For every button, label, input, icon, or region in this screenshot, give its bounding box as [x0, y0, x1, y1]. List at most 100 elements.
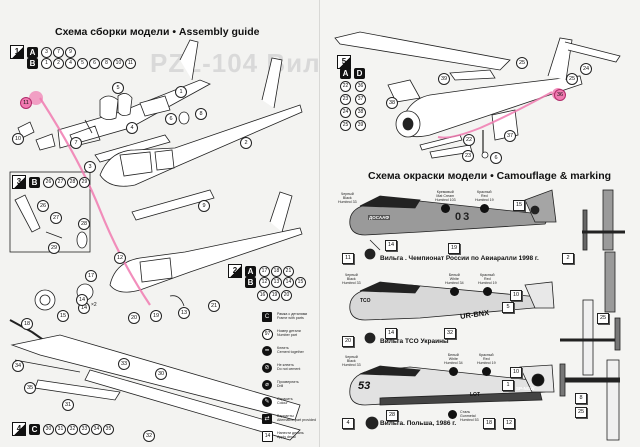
decal-number: 25 [575, 407, 587, 418]
part-number: 28 [66, 176, 78, 188]
camouflage-marking-title: Схема окраски модели • Camouflage & mark… [368, 170, 612, 182]
part-callout: 33 [118, 358, 130, 370]
paint-name-en: Black [346, 277, 356, 282]
part-number-icon: 97 [262, 329, 273, 340]
part-number: 14 [282, 277, 294, 288]
part-callout: 22 [463, 134, 475, 146]
assembly-guide-title: Схема сборки модели • Assembly guide [55, 26, 260, 38]
part-number: 29 [78, 176, 90, 188]
legend-label-en: Alternative part provided [277, 418, 316, 423]
paint-name-ru: Белый [448, 273, 460, 277]
legend-label-en: Do not cement [277, 367, 301, 372]
paint-name-ru: Красный [479, 353, 494, 357]
legend-label-ru: Рамка с деталями [277, 312, 308, 316]
paint-name-en: Black [346, 359, 356, 364]
paint-name-ru: Красный [477, 190, 492, 194]
paint-name-en: Gunmetal [460, 414, 476, 419]
frame-icon: C [262, 312, 272, 322]
part-callout: 4 [126, 122, 138, 134]
decal-number: 1 [502, 380, 514, 391]
part-number: 34 [90, 423, 102, 435]
decal-number: 25 [597, 313, 609, 324]
decal-number: 10 [510, 290, 522, 301]
part-number: 36 [355, 81, 366, 92]
left-page-assembly-guide: PZL-104 Вильга Схема сборки модели • Ass… [9, 26, 320, 447]
alternative-part-icon: ⇄ [262, 414, 272, 424]
part-number: 37 [355, 94, 366, 105]
step-number-box: 5 [337, 55, 351, 69]
scheme2-top-view [560, 299, 621, 376]
part-number: 27 [54, 176, 66, 188]
part-number: 3 [40, 46, 52, 58]
part-number: 2 [52, 58, 64, 69]
aircraft-registration: SP-NGW [516, 386, 535, 391]
paint-name-ru: Черный [344, 273, 358, 277]
tail-marking: LOT [470, 392, 480, 398]
paint-code: Humbrol 33 [342, 281, 361, 286]
part-callout: 13 [178, 307, 190, 319]
decal-number: 14 [385, 240, 397, 251]
part-callout: 17 [85, 270, 97, 282]
part-callout: 8 [195, 108, 207, 120]
part-number: 26 [42, 176, 54, 188]
part-number: 31 [54, 423, 66, 435]
part-callout: 28 [78, 218, 90, 230]
part-callout: 9 [198, 200, 210, 212]
paint-code: Humbrol 19 [477, 361, 496, 366]
scheme-caption: Вильга . Чемпионат России по Авиаралли 1… [380, 255, 539, 262]
part-number: 22 [340, 81, 351, 92]
part-callout: 20 [128, 312, 140, 324]
step-number-box: 3 [12, 175, 26, 189]
part-callout: 21 [208, 300, 220, 312]
sprue-a-badge: A [27, 46, 38, 58]
paint-code: Humbrol 53 [460, 418, 479, 423]
decal-number: 12 [503, 418, 515, 429]
decal-icon: 14 [262, 431, 273, 442]
no-cement-icon: ⊘ [262, 363, 272, 373]
part-callout: 14 [76, 294, 88, 306]
quantity-label: ×2 [91, 302, 97, 308]
part-callout: 38 [386, 97, 398, 109]
paint-code: Humbrol 33 [338, 200, 357, 205]
part-number: 4 [64, 58, 76, 69]
legend-label-ru: Просверлить [277, 380, 299, 384]
part-callout: 34 [12, 360, 24, 372]
part-callout: 19 [150, 310, 162, 322]
part-number: 20 [281, 290, 292, 301]
paint-code: Humbrol 19 [475, 198, 494, 203]
part-callout: 12 [114, 252, 126, 264]
sprue-b-badge: B [27, 58, 38, 69]
part-number: 5 [76, 58, 88, 69]
scheme3-side-view [349, 364, 555, 430]
legend-label-ru: Варианты [277, 414, 294, 418]
ghost-heading-bleedthrough: PZL-104 Вильга [150, 48, 320, 78]
part-callout: 24 [580, 63, 592, 75]
legend-label-ru: Окрасить [277, 397, 293, 401]
part-number: 17 [258, 265, 270, 277]
paint-name-en: Red [482, 357, 490, 362]
fuselage-step1-drawing [17, 39, 211, 163]
decal-number: 15 [513, 200, 525, 211]
paint-name-ru: Сталь [460, 410, 471, 414]
step-number-box: 4 [12, 422, 26, 436]
legend-label-en: Colour [277, 401, 288, 406]
part-callout: 18 [21, 318, 33, 330]
part-callout: 10 [12, 133, 24, 145]
nose-marking: TCO [360, 298, 371, 304]
sprue-b-badge: B [29, 176, 40, 188]
